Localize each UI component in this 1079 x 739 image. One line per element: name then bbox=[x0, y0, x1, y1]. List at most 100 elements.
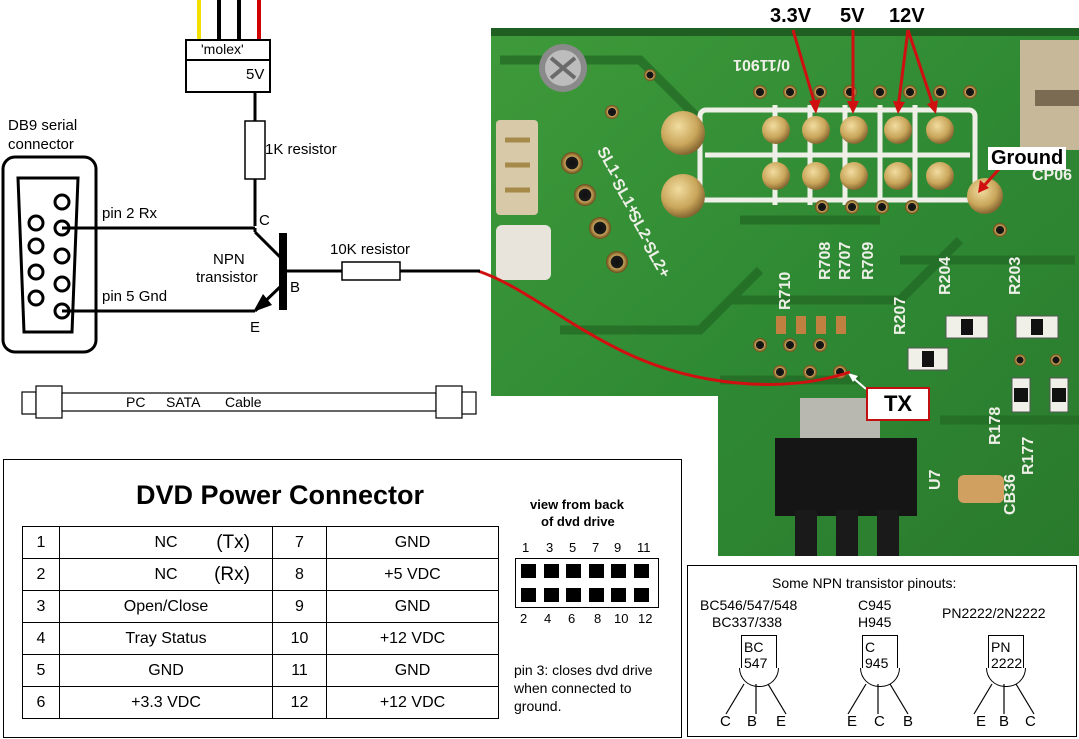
pin-number-label: 4 bbox=[544, 611, 552, 626]
transistor-name-alt: H945 bbox=[858, 614, 892, 630]
connector-pin bbox=[521, 564, 536, 578]
transistor-pin-label: B bbox=[903, 713, 914, 730]
svg-text:R708: R708 bbox=[817, 242, 834, 280]
emitter-label: E bbox=[250, 319, 261, 336]
molex-5v-label: 5V bbox=[246, 66, 265, 83]
transistor-leg bbox=[1015, 683, 1035, 715]
pin-number: 8 bbox=[272, 558, 327, 591]
svg-text:U7: U7 bbox=[927, 469, 944, 490]
pin-function: GND bbox=[326, 526, 499, 559]
pin-function: +5 VDC bbox=[326, 558, 499, 591]
transistor-legs bbox=[847, 683, 909, 715]
pin-number-label: 11 bbox=[637, 540, 651, 555]
pin-number-label: 8 bbox=[594, 611, 602, 626]
pin-number-label: 3 bbox=[546, 540, 554, 555]
connector-pin-grid bbox=[515, 558, 657, 606]
pin5-label: pin 5 Gnd bbox=[102, 288, 168, 305]
transistor-leg bbox=[847, 683, 867, 715]
pin-number: 12 bbox=[272, 686, 327, 719]
svg-text:R178: R178 bbox=[987, 407, 1004, 445]
pin-number: 10 bbox=[272, 622, 327, 655]
note-line-2: when connected to bbox=[514, 680, 632, 696]
cable-sata-label: SATA bbox=[166, 394, 201, 410]
connector-pin bbox=[566, 588, 581, 602]
transistor-marking: 547 bbox=[744, 655, 768, 671]
transistor-name-alt: BC337/338 bbox=[712, 614, 783, 630]
pin-number-label: 9 bbox=[614, 540, 622, 555]
pin-function: GND bbox=[326, 654, 499, 687]
pin-number: 3 bbox=[22, 590, 60, 623]
transistor-pin-label: B bbox=[999, 713, 1010, 730]
board-text-top: 0/11901 bbox=[733, 56, 790, 73]
transistor-pin-label: C bbox=[874, 713, 885, 730]
connector-pin bbox=[521, 588, 536, 602]
transistor-leg bbox=[725, 683, 745, 715]
transistor-marking: PN bbox=[991, 639, 1011, 655]
svg-text:R207: R207 bbox=[892, 297, 909, 335]
transistor-name: C945 bbox=[858, 597, 892, 613]
cable-cable-label: Cable bbox=[225, 394, 262, 410]
transistor-name: PN2222/2N2222 bbox=[942, 605, 1046, 621]
pin-number: 6 bbox=[22, 686, 60, 719]
transistor-pin-label: E bbox=[976, 713, 987, 730]
connector-pin bbox=[611, 588, 626, 602]
pin-number-label: 7 bbox=[592, 540, 600, 555]
transistor-pin-label: B bbox=[747, 713, 758, 730]
transistor-marking: 2222 bbox=[991, 655, 1023, 671]
pin-function: Open/Close bbox=[59, 590, 273, 623]
pin-function: NC(Tx) bbox=[59, 526, 273, 559]
molex-label: 'molex' bbox=[201, 41, 244, 57]
pin-serial-tag: (Rx) bbox=[214, 564, 250, 585]
label-tx: TX bbox=[866, 387, 930, 421]
view-label-1: view from back bbox=[530, 497, 624, 512]
connector-pin bbox=[566, 564, 581, 578]
note-line-1: pin 3: closes dvd drive bbox=[514, 662, 653, 678]
pin-number: 1 bbox=[22, 526, 60, 559]
cable-pc-label: PC bbox=[126, 394, 146, 410]
transistor-marking: C bbox=[865, 639, 876, 655]
db9-title-2: connector bbox=[8, 136, 74, 153]
pin-number-label: 6 bbox=[568, 611, 576, 626]
note-line-3: ground. bbox=[514, 698, 562, 714]
transistor-marking: 945 bbox=[865, 655, 889, 671]
pin-number: 4 bbox=[22, 622, 60, 655]
connector-pin bbox=[543, 588, 559, 602]
pin-function: GND bbox=[326, 590, 499, 623]
connector-pin bbox=[588, 564, 604, 578]
pin-number-label: 1 bbox=[522, 540, 530, 555]
transistor-leg bbox=[767, 683, 787, 715]
npn-label-1: NPN bbox=[213, 251, 245, 268]
transistor-leg bbox=[973, 683, 993, 715]
svg-text:R204: R204 bbox=[937, 257, 954, 295]
pin-number: 7 bbox=[272, 526, 327, 559]
transistor-name: BC546/547/548 bbox=[700, 597, 798, 613]
connector-title: DVD Power Connector bbox=[136, 480, 425, 510]
view-label-2: of dvd drive bbox=[541, 514, 615, 529]
svg-text:R203: R203 bbox=[1007, 257, 1024, 295]
connector-pin bbox=[588, 588, 604, 602]
svg-text:CB36: CB36 bbox=[1002, 474, 1019, 515]
transistor-legs bbox=[973, 683, 1035, 715]
db9-title-1: DB9 serial bbox=[8, 117, 78, 134]
pin-function: GND bbox=[59, 654, 273, 687]
connector-pin bbox=[633, 588, 649, 602]
connector-pin bbox=[633, 564, 649, 578]
pin2-label: pin 2 Rx bbox=[102, 205, 158, 222]
transistor-pin-label: E bbox=[847, 713, 858, 730]
svg-text:R709: R709 bbox=[860, 242, 877, 280]
pin-number: 11 bbox=[272, 654, 327, 687]
pin-function: +3.3 VDC bbox=[59, 686, 273, 719]
connector-pin bbox=[611, 564, 626, 578]
npn-label-2: transistor bbox=[196, 269, 258, 286]
transistor-pin-label: C bbox=[1025, 713, 1036, 730]
pin-number: 9 bbox=[272, 590, 327, 623]
label-3v3: 3.3V bbox=[770, 5, 812, 27]
